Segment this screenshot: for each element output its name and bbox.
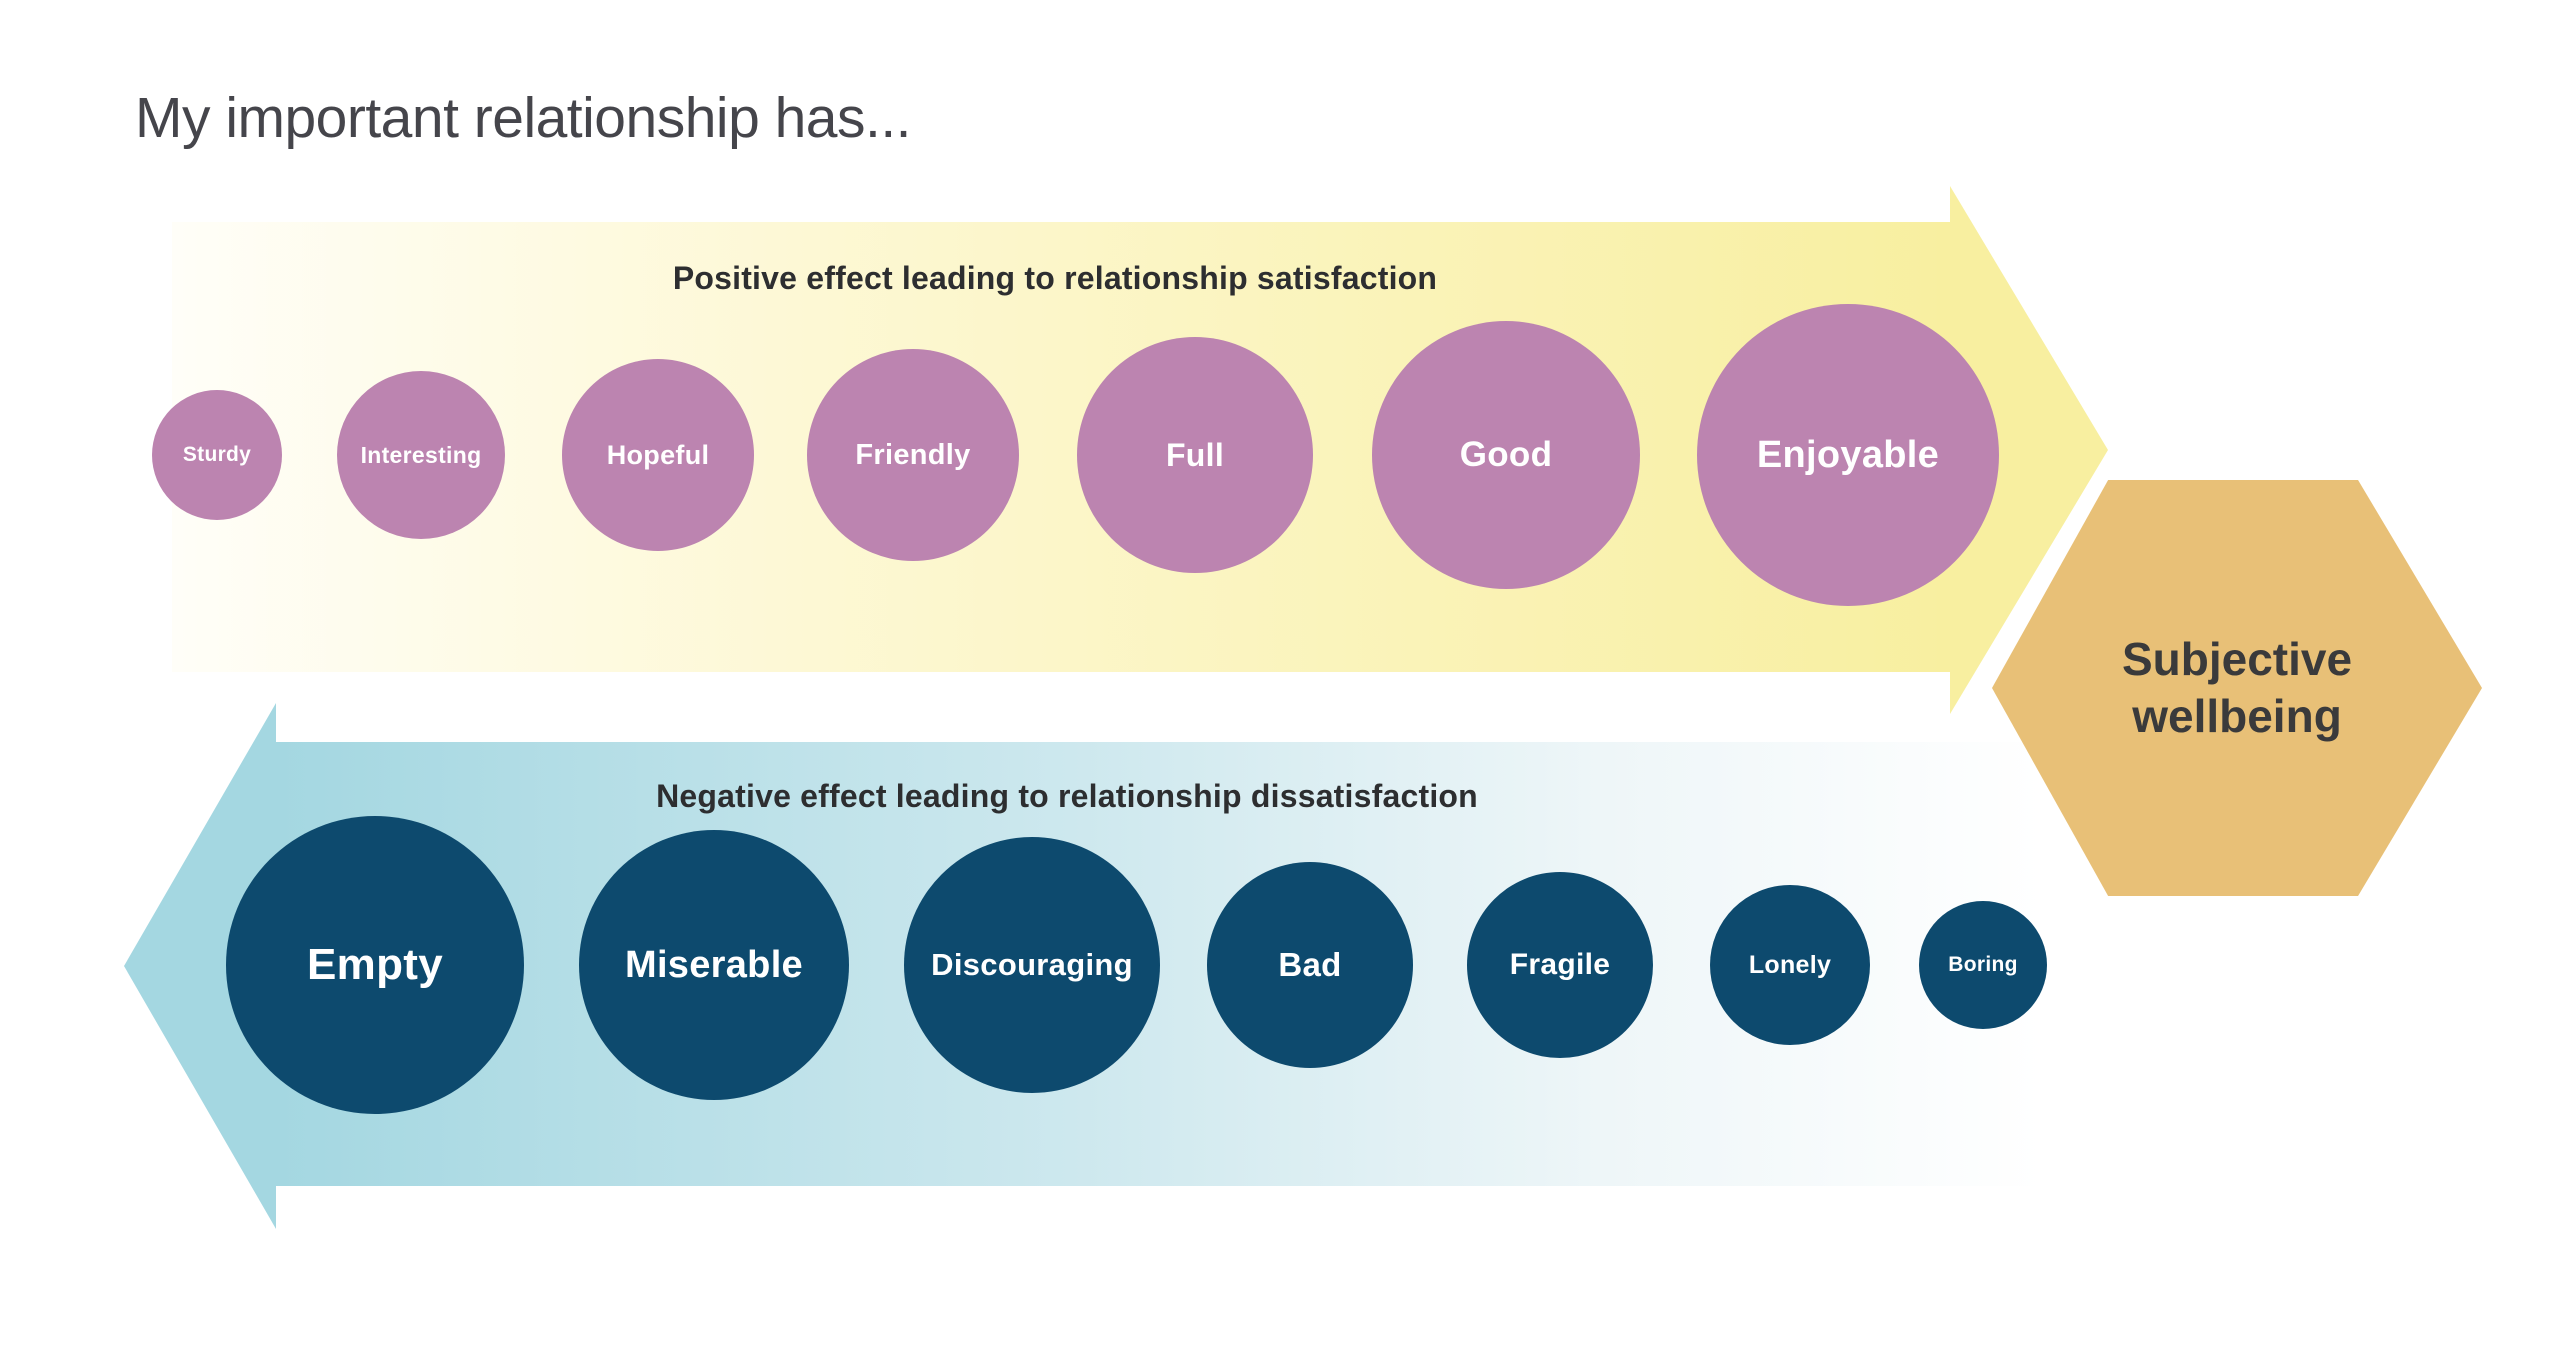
circle-label: Discouraging [931,947,1133,982]
positive-circle-good: Good [1372,321,1640,589]
negative-circle-miserable: Miserable [579,830,849,1100]
page-title: My important relationship has... [135,86,912,150]
circle-label: Boring [1948,953,2018,976]
positive-circle-full: Full [1077,337,1313,573]
hexagon-label-line1: Subjective [2121,632,2353,685]
hexagon-label-line2: wellbeing [2132,690,2342,742]
negative-arrow-label: Negative effect leading to relationship … [656,778,1478,814]
negative-circle-lonely: Lonely [1710,885,1870,1045]
positive-circle-enjoyable: Enjoyable [1697,304,1999,606]
circle-label: Interesting [360,441,482,468]
circle-label: Good [1459,435,1553,474]
negative-circle-bad: Bad [1207,862,1413,1068]
positive-circle-friendly: Friendly [807,349,1019,561]
negative-circle-boring: Boring [1919,901,2047,1029]
positive-circle-sturdy: Sturdy [152,390,282,520]
positive-circle-hopeful: Hopeful [562,359,754,551]
negative-circle-empty: Empty [226,816,524,1114]
circle-label: Sturdy [182,443,252,466]
circle-label: Empty [307,940,443,989]
positive-circle-interesting: Interesting [337,371,505,539]
subjective-wellbeing-hexagon: Subjective wellbeing [1992,480,2482,896]
circle-label: Enjoyable [1756,433,1940,476]
circle-label: Bad [1278,946,1342,983]
circle-label: Fragile [1509,948,1611,981]
circle-label: Full [1165,436,1225,473]
positive-arrow-label: Positive effect leading to relationship … [672,260,1438,296]
circle-label: Friendly [855,438,971,471]
circle-label: Miserable [624,943,803,986]
circle-label: Lonely [1748,950,1832,979]
circle-label: Hopeful [606,439,710,470]
negative-circle-discouraging: Discouraging [904,837,1160,1093]
negative-circle-fragile: Fragile [1467,872,1653,1058]
